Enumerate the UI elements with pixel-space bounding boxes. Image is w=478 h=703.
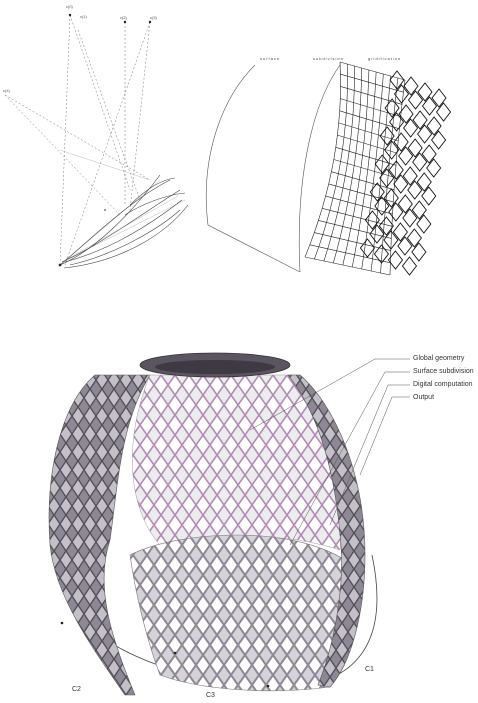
- shell-drawing: [0, 335, 478, 703]
- point-label-2: c(2): [120, 15, 127, 20]
- legend-output: Output: [413, 394, 434, 401]
- grid-column-line: [305, 62, 341, 257]
- lattice-diamond: [394, 175, 408, 193]
- lattice-diamond: [408, 139, 422, 157]
- lattice-diamond: [432, 89, 446, 107]
- lattice-diamond: [417, 215, 431, 233]
- lattice-diamond: [404, 119, 418, 137]
- lattice-diamond: [418, 83, 432, 101]
- point-label-1: c(1): [80, 14, 87, 19]
- point-label-4: c(4): [3, 88, 10, 93]
- legend-digital-computation: Digital computation: [413, 381, 473, 388]
- curve-label-c3: C3: [206, 692, 215, 699]
- lattice-diamond: [389, 203, 403, 221]
- lattice-diamond: [402, 257, 416, 275]
- lattice-diamond: [393, 223, 407, 241]
- lattice-diamond: [427, 117, 441, 135]
- grid-column-line: [333, 68, 361, 263]
- lattice-diamond: [409, 91, 423, 109]
- lattice-diamond: [413, 111, 427, 129]
- subdivision-drawing: [200, 40, 470, 285]
- stage-label-subdivision: subdivision: [313, 56, 344, 61]
- curve-label-c2: C2: [72, 686, 81, 693]
- shell-rendering: Global geometry Surface subdivision Digi…: [0, 335, 478, 703]
- lattice-diamond: [398, 237, 412, 255]
- stage-label-gridification: gridification: [368, 56, 401, 61]
- lattice-diamond: [422, 145, 436, 163]
- lattice-diamond: [403, 209, 417, 227]
- curve-label-c1: C1: [365, 666, 374, 673]
- legend-global-geometry: Global geometry: [413, 355, 464, 362]
- lattice-diamond: [403, 167, 417, 185]
- lattice-diamond: [423, 97, 437, 115]
- lattice-diamond: [399, 147, 413, 165]
- grid-column-line: [314, 64, 347, 259]
- point-label-0: c(0): [66, 4, 73, 9]
- legend-surface-subdivision: Surface subdivision: [413, 368, 474, 375]
- grid-row-line: [340, 62, 405, 80]
- lattice-diamond: [407, 229, 421, 247]
- lattice-diamond: [412, 201, 426, 219]
- point-label-3: c(3): [150, 15, 157, 20]
- lattice-diamond: [413, 153, 427, 171]
- construction-lines: [0, 0, 200, 285]
- lattice-diamond: [394, 133, 408, 151]
- lattice-diamond: [427, 159, 441, 177]
- stage-label-surface: surface: [260, 56, 280, 61]
- lattice-diamond: [418, 125, 432, 143]
- grid-column-line: [362, 74, 384, 269]
- construction-diagram: c(0) c(1) c(2) c(3) c(4): [0, 0, 200, 285]
- lattice-diamond: [417, 173, 431, 191]
- lattice-diamond: [437, 103, 451, 121]
- lattice-diamond: [360, 239, 374, 257]
- lattice-diamond: [390, 113, 404, 131]
- lattice-diamond: [412, 243, 426, 261]
- subdivision-diagram: surface subdivision gridification: [200, 40, 470, 285]
- lattice-diamond: [408, 181, 422, 199]
- lattice-diamond: [404, 77, 418, 95]
- lattice-diamond: [422, 187, 436, 205]
- lattice-diamond: [398, 195, 412, 213]
- lattice-diamond: [370, 225, 384, 243]
- lattice-diamond: [432, 131, 446, 149]
